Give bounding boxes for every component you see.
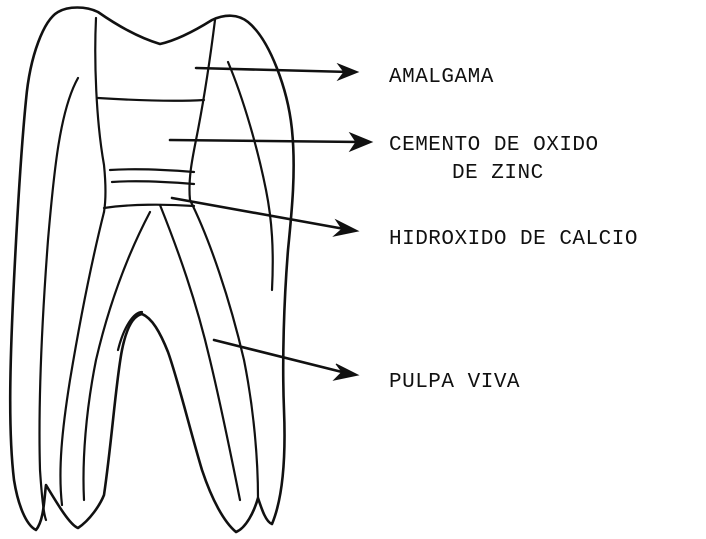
arrow-cemento — [170, 133, 372, 151]
calcium-hydroxide-line — [104, 205, 194, 208]
label-hidroxido: HIDROXIDO DE CALCIO — [389, 228, 638, 251]
label-cemento-line2: DE ZINC — [452, 162, 544, 185]
amalgam-base-line — [98, 98, 204, 101]
label-amalgama: AMALGAMA — [389, 66, 494, 89]
label-pulpa: PULPA VIVA — [389, 371, 520, 394]
zinc-oxide-base-line — [112, 181, 194, 184]
tooth-outline — [10, 8, 293, 533]
label-cemento-line1: CEMENTO DE OXIDO — [389, 134, 599, 157]
arrow-pulpa — [214, 340, 358, 380]
arrow-hidroxido — [172, 198, 358, 236]
root-canal-lines — [39, 18, 272, 520]
zinc-oxide-top-line — [110, 169, 194, 172]
filling-layers — [98, 98, 204, 208]
